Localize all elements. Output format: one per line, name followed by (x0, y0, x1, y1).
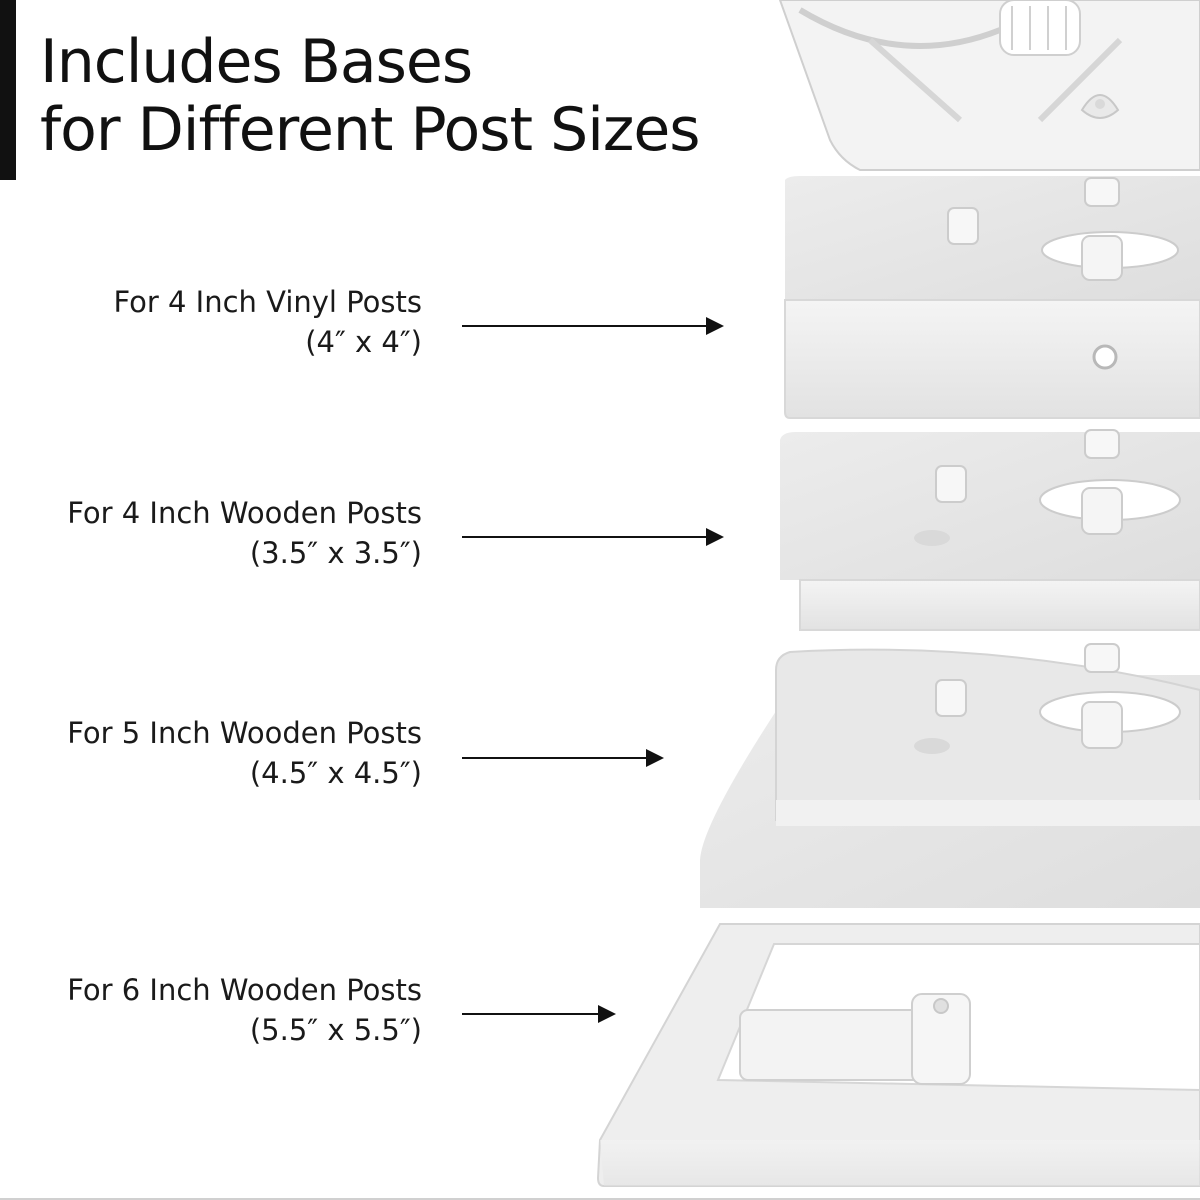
base-label-wood-6: For 6 Inch Wooden Posts (5.5″ x 5.5″) (67, 970, 422, 1050)
page-title: Includes Bases for Different Post Sizes (40, 27, 701, 165)
base-title: For 4 Inch Wooden Posts (67, 496, 422, 530)
base-label-wood-4: For 4 Inch Wooden Posts (3.5″ x 3.5″) (67, 493, 422, 573)
accent-bar (0, 0, 16, 180)
base-wood-4 (780, 429, 1200, 631)
base-size: (3.5″ x 3.5″) (249, 536, 422, 570)
base-label-vinyl-4: For 4 Inch Vinyl Posts (4″ x 4″) (113, 282, 422, 362)
bottom-divider (0, 1198, 1200, 1200)
product-bases-illustration (596, 0, 1200, 1187)
base-wood-6 (596, 923, 1200, 1187)
base-size: (5.5″ x 5.5″) (249, 1013, 422, 1047)
headline-line-2: for Different Post Sizes (40, 95, 701, 165)
base-vinyl-4 (784, 176, 1200, 419)
arrow-icon (462, 749, 664, 767)
lantern-bottom-ornament (778, 0, 1200, 171)
base-title: For 4 Inch Vinyl Posts (113, 285, 422, 319)
base-size: (4″ x 4″) (305, 325, 422, 359)
base-title: For 6 Inch Wooden Posts (67, 973, 422, 1007)
arrow-icon (462, 1005, 616, 1023)
arrow-icon (462, 528, 724, 546)
base-wood-5 (700, 643, 1200, 908)
base-label-wood-5: For 5 Inch Wooden Posts (4.5″ x 4.5″) (67, 713, 422, 793)
base-title: For 5 Inch Wooden Posts (67, 716, 422, 750)
base-size: (4.5″ x 4.5″) (249, 756, 422, 790)
arrow-icon (462, 317, 724, 335)
headline-line-1: Includes Bases (40, 27, 473, 97)
